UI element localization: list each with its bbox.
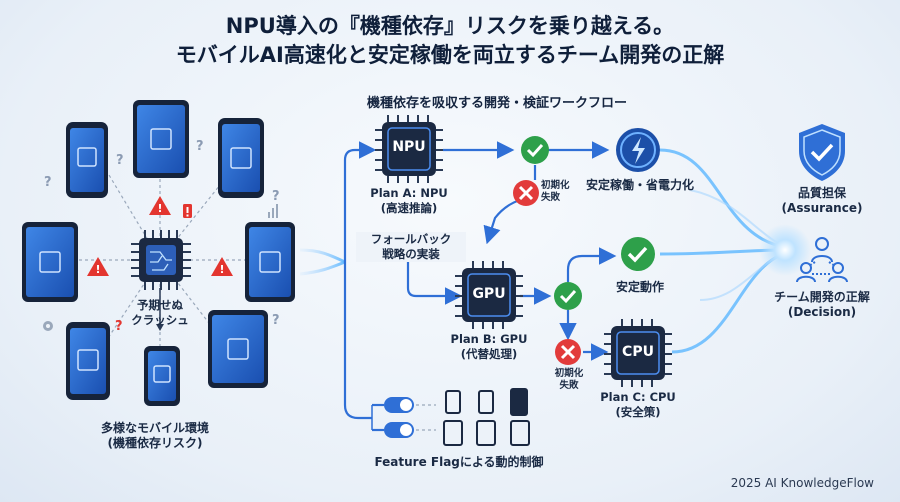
tablet-icon xyxy=(22,222,78,302)
crash-label: 予期せぬ クラッシュ xyxy=(131,298,189,327)
convergence-beams xyxy=(659,148,811,354)
warning-icon xyxy=(183,204,192,218)
footer-credit: 2025 AI KnowledgeFlow xyxy=(730,476,874,490)
bar-chart-icon xyxy=(268,204,278,218)
tablet-icon xyxy=(245,222,295,302)
arrow-down-icon xyxy=(156,288,164,331)
toggle-icon xyxy=(384,422,414,438)
cross-icon xyxy=(555,339,581,365)
cpu-chip-icon xyxy=(604,319,672,387)
feature-flag-label: Feature Flagによる動的制御 xyxy=(374,455,544,469)
stable-op-label: 安定動作 xyxy=(615,280,664,294)
check-icon xyxy=(521,136,549,164)
check-icon xyxy=(621,237,655,271)
assurance-label: 品質担保(Assurance) xyxy=(781,186,863,215)
svg-text:!: ! xyxy=(157,202,162,215)
npu-chip-text: NPU xyxy=(392,139,426,155)
gear-icon xyxy=(43,321,53,331)
init-fail-label-2: 初期化失敗 xyxy=(554,368,584,391)
svg-text:?: ? xyxy=(116,153,124,168)
plan-b-label: Plan B: GPU(代替処理) xyxy=(450,332,528,361)
svg-text:?: ? xyxy=(196,139,204,154)
flag-device-icons xyxy=(443,388,530,446)
power-icon xyxy=(616,128,660,172)
tablet-icon xyxy=(133,100,189,178)
init-fail-label-1: 初期化失敗 xyxy=(541,180,570,203)
phone-icon xyxy=(66,322,110,400)
cross-icon xyxy=(513,180,539,206)
plan-c-label: Plan C: CPU(安全策) xyxy=(600,390,676,419)
npu-chip-icon xyxy=(375,115,443,183)
decision-label: チーム開発の正解(Decision) xyxy=(774,290,870,319)
phone-icon xyxy=(218,118,264,198)
device-cluster: ! ! ! ?? ?? ?? xyxy=(22,100,295,406)
plan-a-label: Plan A: NPU(高速推論) xyxy=(370,186,448,215)
svg-text:?: ? xyxy=(44,175,52,190)
svg-text:?: ? xyxy=(115,319,123,334)
data-beam xyxy=(299,248,346,276)
shield-check-icon xyxy=(799,124,845,181)
stable-power-label: 安定稼働・省電力化 xyxy=(585,178,694,192)
gpu-chip-text: GPU xyxy=(472,286,506,302)
warning-icon: ! xyxy=(211,257,233,276)
toggle-icon xyxy=(384,397,414,413)
phone-icon xyxy=(144,346,180,406)
fallback-label: フォールバック戦略の実装 xyxy=(356,232,466,262)
svg-text:?: ? xyxy=(272,189,280,204)
svg-text:!: ! xyxy=(95,263,100,276)
toggle-dash xyxy=(416,404,436,431)
team-icon xyxy=(796,237,848,283)
check-icon xyxy=(554,282,582,310)
phone-icon xyxy=(66,122,108,198)
warning-icon: ! xyxy=(87,257,109,276)
svg-text:!: ! xyxy=(219,263,224,276)
svg-text:?: ? xyxy=(272,313,280,328)
warning-icon: ! xyxy=(149,196,171,215)
main-title-line1: NPU導入の『機種依存』リスクを乗り越える。 xyxy=(225,14,675,38)
workflow-title: 機種依存を吸収する開発・検証ワークフロー xyxy=(367,96,628,111)
question-marks: ?? ?? ?? xyxy=(44,139,280,334)
chip-icon xyxy=(131,230,191,290)
main-title-line2: モバイルAI高速化と安定稼働を両立するチーム開発の正解 xyxy=(175,43,725,67)
cpu-chip-text: CPU xyxy=(622,344,654,360)
workflow-connectors xyxy=(343,141,617,432)
env-label: 多様なモバイル環境(機種依存リスク) xyxy=(100,421,209,450)
tablet-icon xyxy=(208,310,268,388)
gpu-chip-icon xyxy=(455,261,523,329)
